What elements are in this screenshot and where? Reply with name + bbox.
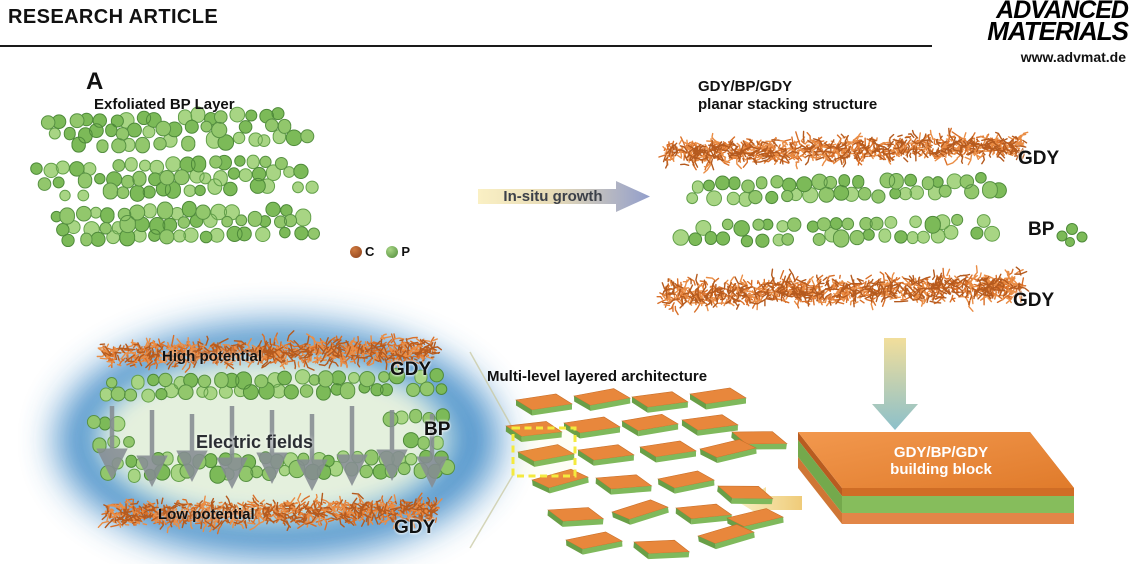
planar-stack-graphic [656,127,1088,316]
journal-website-link[interactable]: www.advmat.de [1020,49,1126,65]
exfoliated-bp-graphic [30,106,320,248]
down-arrow [872,338,918,430]
multilevel-architecture-title: Multi-level layered architecture [487,368,708,385]
low-potential-label: Low potential [158,506,255,523]
field-label-gdy-top: GDY [390,359,432,380]
field-label-bp: BP [424,419,451,440]
article-type-label: RESEARCH ARTICLE [8,6,219,28]
highlight-box [511,426,577,478]
panel-label: A [86,68,104,95]
building-block-graphic [798,432,1074,524]
legend-phosphorus-label: P [401,244,411,259]
field-label-gdy-bottom: GDY [394,517,436,538]
zoom-indicator-lines [469,351,514,549]
building-block-label-line2: building block [890,461,992,478]
stacking-structure-title: GDY/BP/GDY planar stacking structure [698,78,877,114]
carbon-dot-icon [350,245,362,258]
building-block-label-line1: GDY/BP/GDY [893,444,989,461]
insitu-growth-arrow [478,181,650,212]
phosphorus-dot-icon [386,245,399,258]
stack-label-gdy-top: GDY [1018,148,1060,169]
journal-logo: ADVANCED MATERIALS [987,0,1129,46]
legend-carbon: C [350,244,374,259]
legend-carbon-label: C [365,244,375,259]
stack-label-bp: BP [1028,219,1055,240]
stack-label-gdy-bottom: GDY [1013,290,1055,311]
atom-legend: C P [350,244,410,259]
journal-logo-line1: ADVANCED [996,0,1129,24]
header-rule [0,45,932,47]
exfoliated-bp-title: Exfoliated BP Layer [94,96,235,113]
multilevel-tiles-graphic [505,387,788,560]
stacking-title-line1: GDY/BP/GDY [698,78,793,95]
insitu-growth-label: In-situ growth [503,188,603,205]
stacking-title-line2: planar stacking structure [698,96,878,113]
building-block-label: GDY/BP/GDY building block [846,444,1036,478]
journal-logo-line2: MATERIALS [987,16,1129,46]
electric-fields-label: Electric fields [196,432,314,452]
high-potential-label: High potential [162,348,262,365]
legend-phosphorus: P [386,244,410,259]
electric-field-arrows [96,406,448,491]
